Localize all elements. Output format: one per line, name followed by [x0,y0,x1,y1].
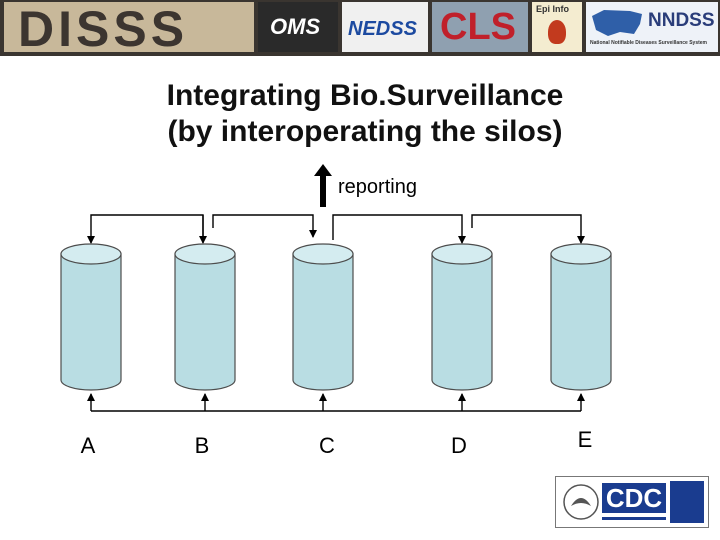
silo-top [431,243,493,265]
silo-labels: A B C D E [81,427,593,458]
silo-d [431,243,493,391]
silo-body [292,253,354,391]
top-bracket-c-d [332,214,466,244]
reporting-output: reporting [314,164,417,207]
silo-group [60,243,612,391]
slide-title: Integrating Bio.Surveillance (by interop… [0,78,720,150]
cdc-logo: CDC [555,476,709,528]
silo-b [174,243,236,391]
cls-logo: CLS [432,2,528,52]
nedss-logo: NEDSS [342,2,428,52]
cdc-wordmark: CDC [602,483,666,513]
top-bracket-d-e [471,214,585,244]
oms-logo: OMS [258,2,338,52]
silo-body [174,253,236,391]
silo-top [292,243,354,265]
reporting-label: reporting [338,176,417,198]
silo-c [292,243,354,391]
top-bracket-a-b [87,214,204,244]
disss-logo: DISSS [4,2,254,52]
silo-e [550,243,612,391]
nndss-logo-text: NNDSS [648,10,715,31]
cls-logo-text: CLS [440,6,516,48]
cdc-side-panel [670,481,704,523]
epiinfo-logo-text: Epi Info [536,4,569,14]
nedss-logo-text: NEDSS [348,18,417,40]
title-line-2: (by interoperating the silos) [167,115,563,148]
nndss-caption: National Notifiable Diseases Surveillanc… [590,40,707,46]
connector-lines [87,214,585,412]
silo-body [60,253,122,391]
title-line-1: Integrating Bio.Surveillance [166,79,564,112]
nndss-logo: NNDSS National Notifiable Diseases Surve… [586,2,718,52]
silo-label-e: E [578,427,593,452]
silo-label-a: A [81,433,96,458]
silo-label-c: C [319,433,335,458]
silo-top [60,243,122,265]
disss-logo-text: DISSS [18,2,189,52]
silo-body [550,253,612,391]
silo-body [431,253,493,391]
us-map-icon [592,10,642,36]
silo-top [550,243,612,265]
silo-label-d: D [451,433,467,458]
cdc-wordmark-text: CDC [605,483,663,513]
cdc-wordmark-rule [602,517,666,520]
silo-a [60,243,122,391]
top-bracket-b-c [212,214,317,238]
reporting-arrowhead [314,164,332,176]
header-banner: DISSS OMS NEDSS CLS Epi Info NNDSS Natio… [0,0,720,56]
hhs-eagle-icon [563,484,599,520]
silo-label-b: B [195,433,210,458]
flame-icon [548,20,566,44]
silo-top [174,243,236,265]
oms-logo-text: OMS [270,14,321,39]
epiinfo-logo: Epi Info [532,2,582,52]
